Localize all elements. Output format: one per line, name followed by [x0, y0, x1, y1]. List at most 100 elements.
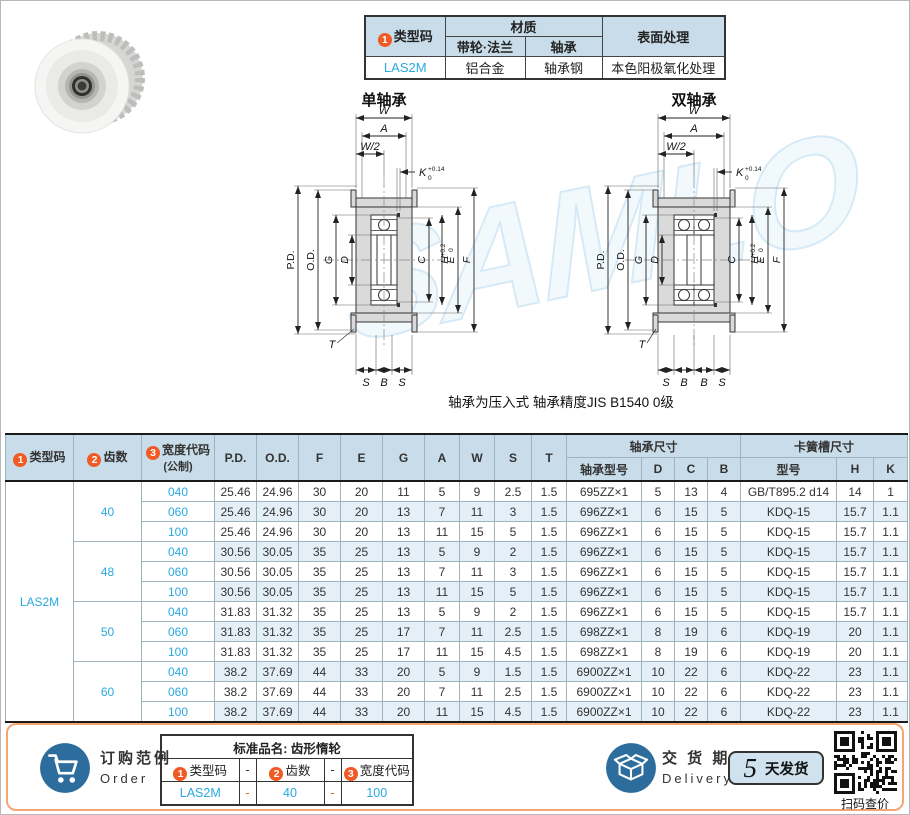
width-code-cell[interactable]: 060	[141, 681, 215, 702]
width-code-cell[interactable]: 060	[141, 501, 215, 522]
spec-cell: 44	[298, 701, 341, 723]
spec-cell: 1.1	[873, 601, 909, 622]
order-dash: -	[323, 758, 342, 782]
qr-code[interactable]	[834, 731, 897, 794]
spec-cell: 11	[424, 581, 460, 602]
spec-cell: 37.69	[256, 681, 299, 702]
width-code-cell[interactable]: 060	[141, 561, 215, 582]
spec-cell: 31.32	[256, 641, 299, 662]
svg-text:+0.2: +0.2	[440, 243, 447, 256]
spec-cell: 37.69	[256, 661, 299, 682]
spec-cell: 5	[424, 480, 460, 502]
spec-cell: 5	[706, 601, 742, 622]
width-code-cell[interactable]: 100	[141, 641, 215, 662]
spec-cell: 6	[706, 701, 742, 723]
spec-cell: 24.96	[256, 521, 299, 542]
spec-cell: 22	[674, 661, 708, 682]
width-code-cell[interactable]: 100	[141, 701, 215, 723]
spec-cell: 25	[340, 601, 383, 622]
spec-cell: 35	[298, 621, 341, 642]
teeth-cell[interactable]: 60	[73, 661, 142, 723]
svg-text:C: C	[726, 256, 738, 264]
spec-cell: 11	[459, 501, 495, 522]
spec-cell: 25	[340, 641, 383, 662]
spec-cell: KDQ-15	[740, 581, 838, 602]
spec-cell: 1.1	[873, 581, 909, 602]
spec-cell: 20	[836, 621, 875, 642]
spec-cell: 14	[836, 480, 875, 502]
spec-cell: 2.5	[494, 480, 532, 502]
spec-cell: 7	[424, 561, 460, 582]
spec-cell: 25	[340, 621, 383, 642]
spec-cell: 10	[641, 681, 675, 702]
col-header-ring-model: 型号	[740, 457, 838, 482]
spec-cell: 5	[641, 480, 675, 502]
spec-cell: 15	[674, 541, 708, 562]
spec-cell: 3	[494, 501, 532, 522]
col-header-a: A	[424, 433, 460, 482]
spec-cell: 696ZZ×1	[566, 501, 642, 522]
spec-cell: 1.1	[873, 661, 909, 682]
width-code-cell[interactable]: 040	[141, 601, 215, 622]
width-code-cell[interactable]: 100	[141, 581, 215, 602]
width-code-cell[interactable]: 100	[141, 521, 215, 542]
spec-cell: 44	[298, 681, 341, 702]
width-code-cell[interactable]: 040	[141, 541, 215, 562]
type-code-cell[interactable]: LAS2M	[5, 480, 74, 723]
teeth-cell[interactable]: 40	[73, 480, 142, 542]
svg-text:S: S	[662, 377, 670, 389]
product-photo	[34, 31, 145, 134]
single-bearing-title: 单轴承	[361, 92, 407, 109]
svg-text:C: C	[416, 256, 428, 264]
spec-cell: 30.56	[214, 581, 257, 602]
standard-product-name: 标准品名: 齿形惰轮	[160, 734, 414, 759]
svg-text:O.D.: O.D.	[305, 249, 317, 271]
spec-cell: 5	[424, 601, 460, 622]
spec-cell: 1.5	[531, 480, 567, 502]
type-code-value[interactable]: LAS2M	[364, 56, 446, 80]
spec-cell: 1.5	[531, 501, 567, 522]
spec-cell: 1.1	[873, 641, 909, 662]
spec-cell: 30.05	[256, 581, 299, 602]
width-code-cell[interactable]: 060	[141, 621, 215, 642]
spec-cell: 25	[340, 581, 383, 602]
spec-cell: 10	[641, 701, 675, 723]
spec-cell: KDQ-22	[740, 681, 838, 702]
spec-cell: 38.2	[214, 681, 257, 702]
teeth-cell[interactable]: 48	[73, 541, 142, 602]
svg-text:D: D	[649, 256, 661, 264]
order-teeth-value[interactable]: 40	[255, 781, 325, 806]
spec-cell: 25.46	[214, 521, 257, 542]
spec-cell: KDQ-15	[740, 601, 838, 622]
spec-cell: 1.1	[873, 681, 909, 702]
spec-cell: 13	[382, 561, 425, 582]
spec-cell: 15	[674, 501, 708, 522]
svg-text:P.D.: P.D.	[595, 250, 607, 269]
spec-cell: KDQ-15	[740, 521, 838, 542]
spec-cell: 1.5	[531, 661, 567, 682]
spec-cell: 15	[459, 581, 495, 602]
teeth-cell[interactable]: 50	[73, 601, 142, 662]
spec-cell: 30	[298, 521, 341, 542]
width-code-cell[interactable]: 040	[141, 661, 215, 682]
svg-text:F: F	[461, 256, 473, 263]
spec-cell: 4	[706, 480, 742, 502]
order-type-value[interactable]: LAS2M	[160, 781, 240, 806]
spec-cell: 20	[340, 480, 383, 502]
spec-cell: 15	[674, 521, 708, 542]
spec-cell: 6	[706, 661, 742, 682]
width-code-cell[interactable]: 040	[141, 480, 215, 502]
order-width-value[interactable]: 100	[340, 781, 414, 806]
badge-3-icon: 3	[145, 446, 160, 460]
spec-cell: 2.5	[494, 681, 532, 702]
